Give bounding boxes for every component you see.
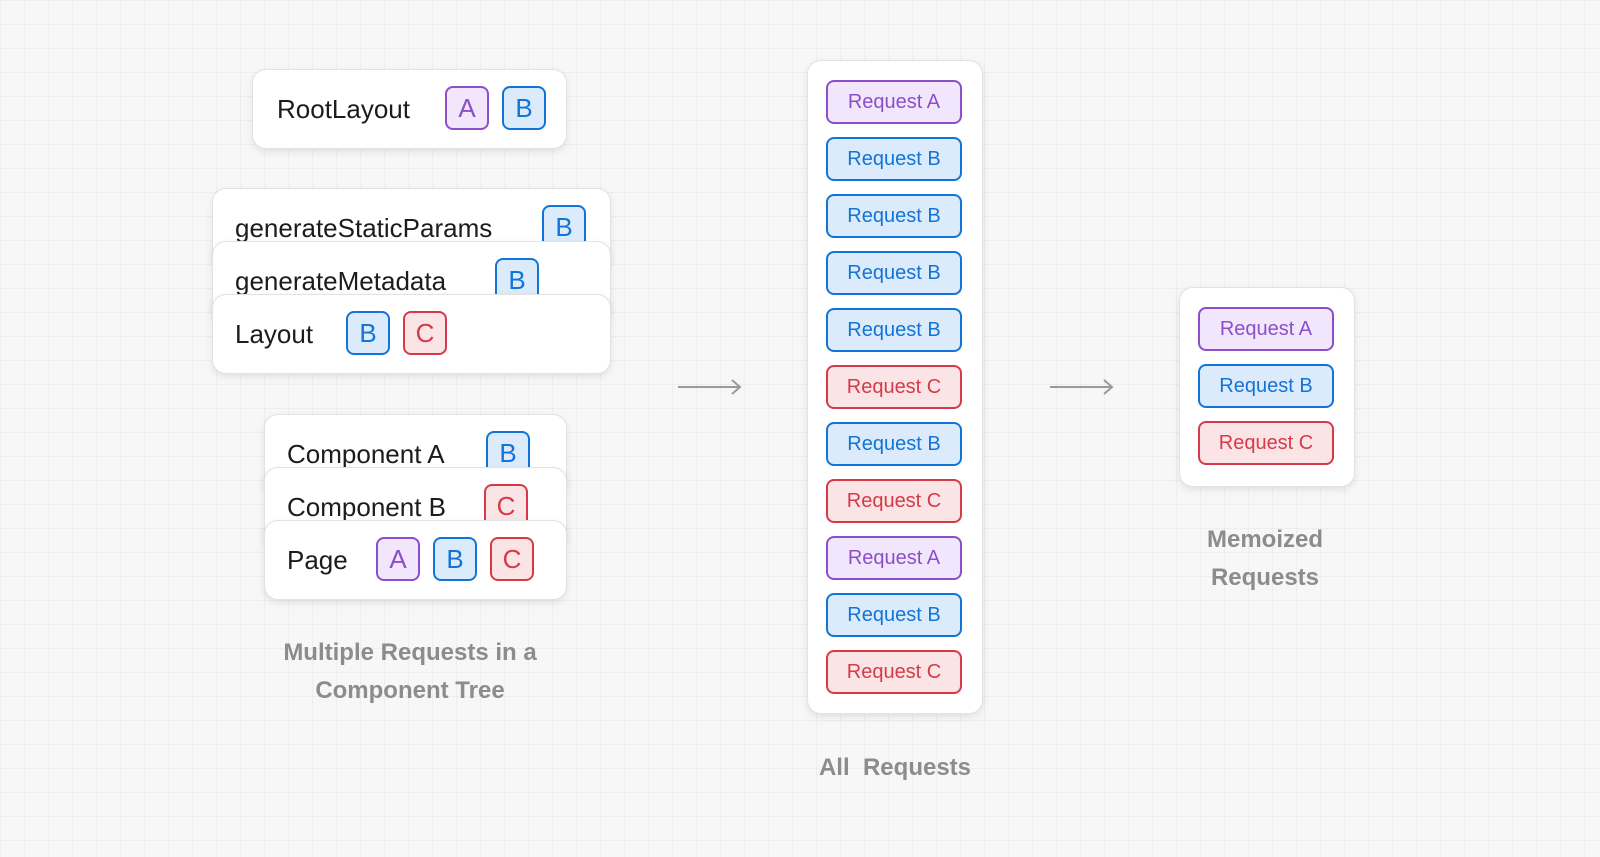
request-c-item: Request C bbox=[826, 479, 962, 523]
generate-metadata-label: generateMetadata bbox=[235, 266, 447, 296]
request-a-item: Request A bbox=[1198, 307, 1334, 351]
request-b-item: Request B bbox=[826, 137, 962, 181]
component-tree-caption: Multiple Requests in a Component Tree bbox=[200, 634, 620, 710]
memoized-requests-caption: Memoized Requests bbox=[1115, 521, 1415, 597]
root-layout-card: RootLayout A B bbox=[252, 69, 567, 149]
all-requests-caption: All Requests bbox=[818, 754, 972, 781]
request-c-item: Request C bbox=[826, 365, 962, 409]
right-arrow-icon bbox=[1050, 379, 1114, 395]
component-tree-caption-line1: Multiple Requests in a bbox=[283, 639, 537, 666]
request-b-item: Request B bbox=[826, 308, 962, 352]
page-label: Page bbox=[287, 545, 348, 575]
right-arrow-icon bbox=[678, 379, 742, 395]
generate-static-params-label: generateStaticParams bbox=[235, 213, 493, 243]
request-b-item: Request B bbox=[1198, 364, 1334, 408]
request-b-badge: B bbox=[346, 311, 390, 355]
layout-card: Layout B C bbox=[212, 294, 611, 374]
request-c-badge: C bbox=[403, 311, 447, 355]
request-a-badge: A bbox=[445, 86, 489, 130]
component-tree-caption-line2: Component Tree bbox=[315, 677, 505, 704]
request-b-badge: B bbox=[502, 86, 546, 130]
request-b-badge: B bbox=[433, 537, 477, 581]
all-requests-panel: Request A Request B Request B Request B Requ… bbox=[807, 60, 983, 714]
memoized-caption-line2: Requests bbox=[1210, 564, 1320, 591]
request-a-item: Request A bbox=[826, 80, 962, 124]
component-b-label: Component B bbox=[287, 492, 446, 522]
request-b-item: Request B bbox=[826, 194, 962, 238]
memoized-caption-line1: Memoized bbox=[1206, 526, 1323, 553]
page-card: Page A B C bbox=[264, 520, 567, 600]
request-a-badge: A bbox=[376, 537, 420, 581]
request-b-item: Request B bbox=[826, 422, 962, 466]
root-layout-label: RootLayout bbox=[277, 94, 410, 124]
request-b-item: Request B bbox=[826, 593, 962, 637]
component-a-label: Component A bbox=[287, 439, 445, 469]
request-c-item: Request C bbox=[1198, 421, 1334, 465]
request-c-item: Request C bbox=[826, 650, 962, 694]
memoized-requests-panel: Request A Request B Request C bbox=[1179, 287, 1355, 487]
request-c-badge: C bbox=[490, 537, 534, 581]
request-b-item: Request B bbox=[826, 251, 962, 295]
request-a-item: Request A bbox=[826, 536, 962, 580]
layout-label: Layout bbox=[235, 319, 314, 349]
